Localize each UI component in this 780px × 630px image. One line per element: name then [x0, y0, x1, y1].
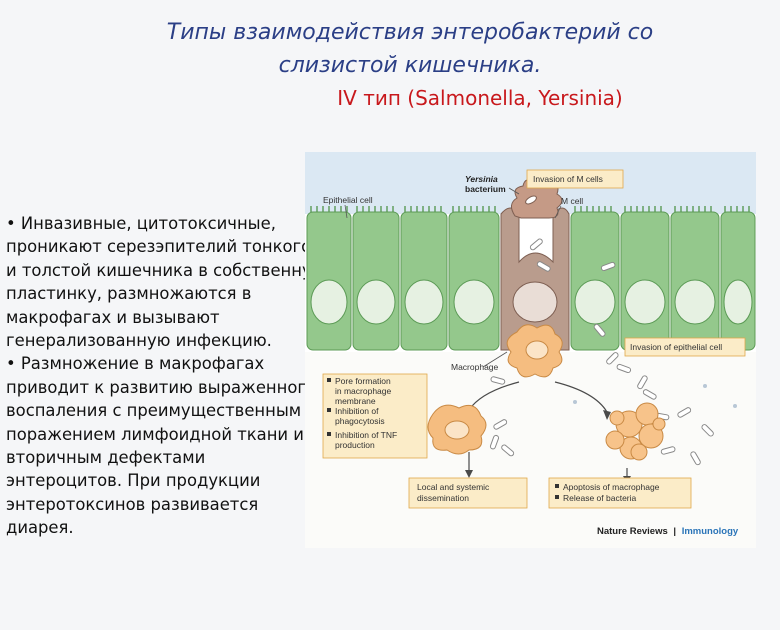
mechanism-bullets — [327, 378, 331, 436]
m-cell-nucleus — [512, 281, 558, 323]
outcome-left-box — [408, 477, 528, 509]
label-epithelial-cell: Epithelial cell — [323, 195, 373, 205]
outcome-left-line-1: dissemination — [417, 493, 469, 503]
slide-title-line1: Типы взаимодействия энтеробактерий со — [166, 20, 654, 45]
outcome-left-line-0: Local and systemic — [417, 482, 490, 492]
label-m-cell: M cell — [561, 196, 583, 206]
outcome-right-box — [548, 477, 692, 509]
mechanism-line-5: Inhibition of TNF — [335, 430, 397, 440]
diagram-svg: Yersinia bacterium Epithelial cell M cel… — [305, 152, 756, 548]
credit-separator: | — [673, 526, 676, 537]
label-invasion-m-cell: Invasion of M cells — [533, 174, 603, 184]
mechanisms-box — [322, 373, 428, 459]
credit-journal: Nature Reviews — [597, 526, 668, 537]
mechanism-line-3: Inhibition of — [335, 406, 379, 416]
label-yersinia-line1: Yersinia — [465, 174, 498, 184]
credit-subject: Immunology — [682, 526, 739, 537]
slide-body-text: • Инвазивные, цитотоксичные, проникают с… — [6, 214, 326, 538]
invasion-m-cell-box — [526, 169, 624, 189]
slide-title: Типы взаимодействия энтеробактерий со сл… — [60, 16, 760, 82]
microvilli — [310, 206, 750, 212]
outcome-right-line-1: Release of bacteria — [563, 493, 637, 503]
yersinia-invasion-diagram: Yersinia bacterium Epithelial cell M cel… — [305, 152, 756, 548]
mechanism-line-1: in macrophage — [335, 386, 392, 396]
label-macrophage: Macrophage — [451, 362, 499, 372]
label-invasion-epithelial: Invasion of epithelial cell — [630, 342, 722, 352]
epithelium-right — [570, 211, 756, 351]
macrophage-apoptotic — [605, 402, 666, 461]
mechanism-line-0: Pore formation — [335, 376, 391, 386]
slide-subtitle: IV тип (Salmonella, Yersinia) — [337, 86, 623, 110]
mechanism-line-2: membrane — [335, 396, 376, 406]
invasion-epithelial-box — [624, 337, 746, 357]
bacteria-rods — [489, 238, 714, 466]
slide-title-line2: слизистой кишечника. — [278, 53, 542, 78]
outcome-right-line-0: Apoptosis of macrophage — [563, 482, 660, 492]
epithelium-left — [306, 211, 500, 351]
label-yersinia-line2: bacterium — [465, 184, 506, 194]
credit-line: Nature Reviews | Immunology — [597, 526, 739, 537]
mechanism-line-6: production — [335, 440, 375, 450]
mechanism-line-4: phagocytosis — [335, 416, 385, 426]
